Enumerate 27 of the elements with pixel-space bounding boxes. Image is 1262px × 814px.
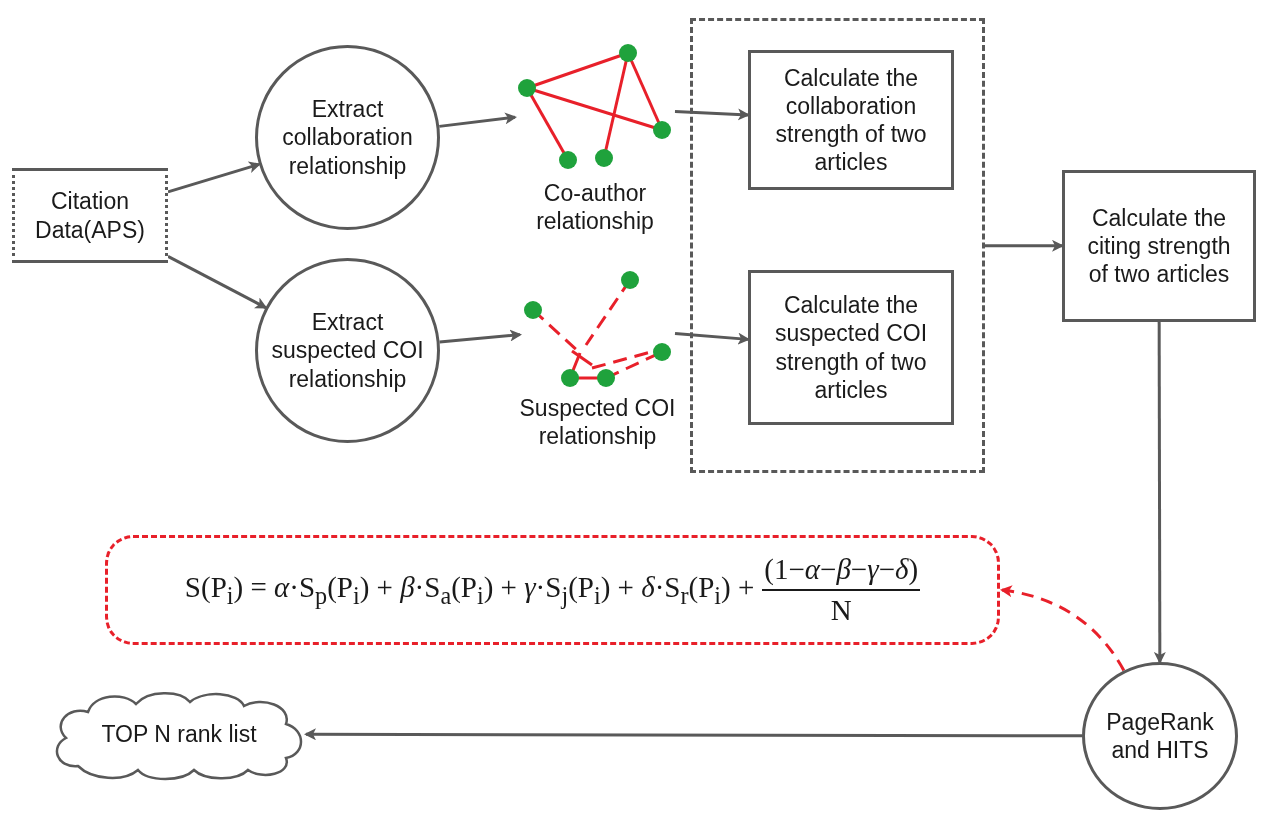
process-box xyxy=(1062,170,1256,322)
arrow xyxy=(674,332,750,345)
formula: S(P$_{i}$) = α·S$_{p}$(P$_{i}$) + β·S$_{a}$(P$_{i}$) + γ·S$_{j}$(P$_{i}$) + δ·S$_{r}$(P$_{i}$) + (1−α−β−γ−δ) N xyxy=(184,551,921,628)
node-label: Citation Data(APS) xyxy=(34,187,146,244)
node-label: TOP N rank list xyxy=(100,719,258,748)
formula-box xyxy=(105,535,1000,645)
data-store xyxy=(12,168,168,263)
node-label: Extract suspected COI relationship xyxy=(270,308,425,393)
arrow xyxy=(167,255,268,309)
process-box xyxy=(748,50,954,190)
arrow xyxy=(1000,585,1126,672)
node-label: Co-author relationship xyxy=(535,179,655,236)
arrow xyxy=(439,112,517,128)
node-label: Calculate the citing strength of two articles xyxy=(1086,203,1232,289)
arrow xyxy=(439,329,522,344)
group-box xyxy=(690,18,985,473)
arrow xyxy=(1153,322,1166,664)
node-label: PageRank and HITS xyxy=(1105,707,1215,765)
arrow xyxy=(674,108,750,121)
node-label: Calculate the collaboration strength of two articles xyxy=(774,63,928,177)
node-label: Calculate the suspected COI strength of two articles xyxy=(773,291,929,404)
arrow xyxy=(304,728,1082,741)
arrow xyxy=(985,239,1064,252)
arrow xyxy=(167,161,261,194)
node-label: Extract collaboration relationship xyxy=(281,95,414,180)
node-label: Suspected COI relationship xyxy=(518,394,677,451)
process-box xyxy=(748,270,954,425)
